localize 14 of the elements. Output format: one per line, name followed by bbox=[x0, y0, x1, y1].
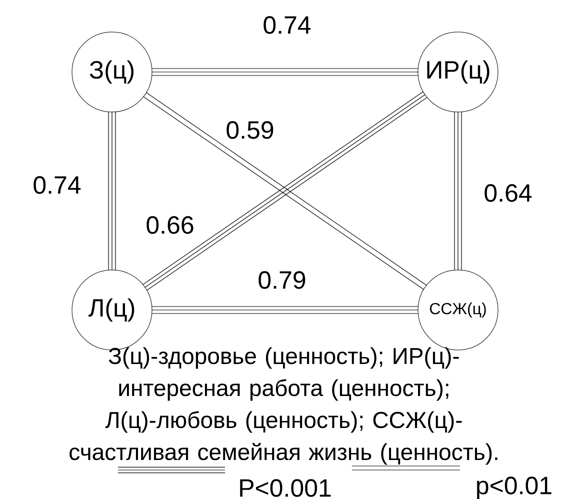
edge-label: 0.79 bbox=[256, 270, 308, 290]
edge-label: 0.64 bbox=[482, 183, 534, 203]
edge-label: 0.74 bbox=[262, 15, 312, 35]
edge-label: 0.59 bbox=[224, 120, 276, 140]
connector-line bbox=[108, 112, 116, 270]
connector-line bbox=[152, 68, 418, 76]
edge-label: 0.74 bbox=[32, 175, 82, 195]
legend-label: p<0.01 bbox=[477, 476, 552, 499]
edge-label: 0.66 bbox=[144, 215, 196, 235]
circle-node: З(ц) bbox=[72, 32, 152, 112]
legend-label: P<0.001 bbox=[240, 479, 331, 497]
circle-node: ИР(ц) bbox=[418, 32, 498, 112]
connector-line bbox=[454, 112, 462, 270]
connector-line bbox=[152, 306, 418, 314]
